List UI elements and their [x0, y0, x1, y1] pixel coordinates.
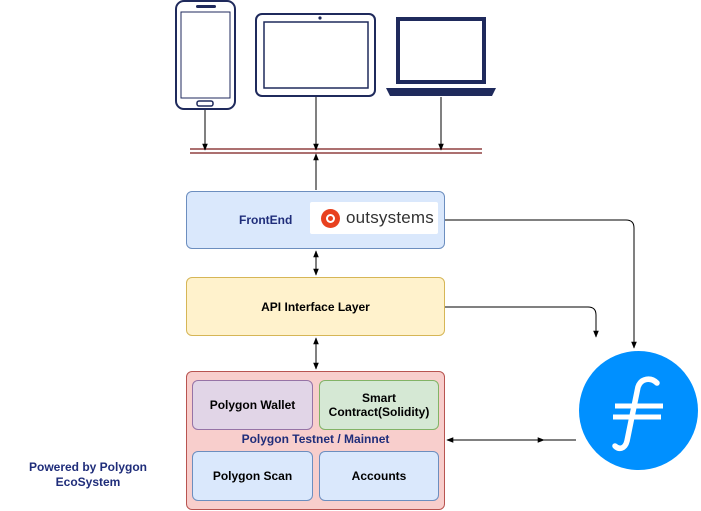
frontend-label: FrontEnd [239, 213, 293, 227]
api-label: API Interface Layer [261, 299, 370, 314]
api-to-filecoin-arrow [445, 306, 599, 338]
smart-contract-label: Smart Contract(Solidity) [329, 391, 430, 419]
smart-contract-line2: Contract(Solidity) [328, 405, 430, 419]
filecoin-f-icon [612, 376, 663, 452]
outsystems-mark-icon [321, 208, 340, 228]
smart-contract-box: Smart Contract(Solidity) [319, 380, 439, 430]
smart-contract-line1: Smart [361, 391, 396, 405]
laptop-icon [386, 17, 496, 96]
frontend-box: FrontEnd outsystems [186, 191, 445, 249]
powered-by-text: Powered by Polygon EcoSystem [18, 460, 158, 490]
powered-by-line1: Powered by Polygon [28, 460, 148, 474]
accounts-box: Accounts [319, 451, 439, 501]
polygon-scan-label: Polygon Scan [212, 469, 293, 483]
accounts-label: Accounts [351, 469, 407, 483]
phone-icon [175, 0, 236, 110]
api-interface-box: API Interface Layer [186, 277, 445, 336]
polygon-wallet-box: Polygon Wallet [192, 380, 313, 430]
outsystems-logo: outsystems [310, 202, 438, 234]
tablet-icon [255, 13, 376, 97]
powered-by-line2: EcoSystem [55, 475, 121, 489]
outsystems-logo-text: outsystems [346, 208, 434, 227]
polygon-wallet-label: Polygon Wallet [209, 398, 296, 412]
polygon-network-label: Polygon Testnet / Mainnet [241, 432, 390, 446]
polygon-scan-box: Polygon Scan [192, 451, 313, 501]
filecoin-logo [579, 351, 698, 470]
frontend-to-filecoin-arrow [445, 219, 637, 349]
